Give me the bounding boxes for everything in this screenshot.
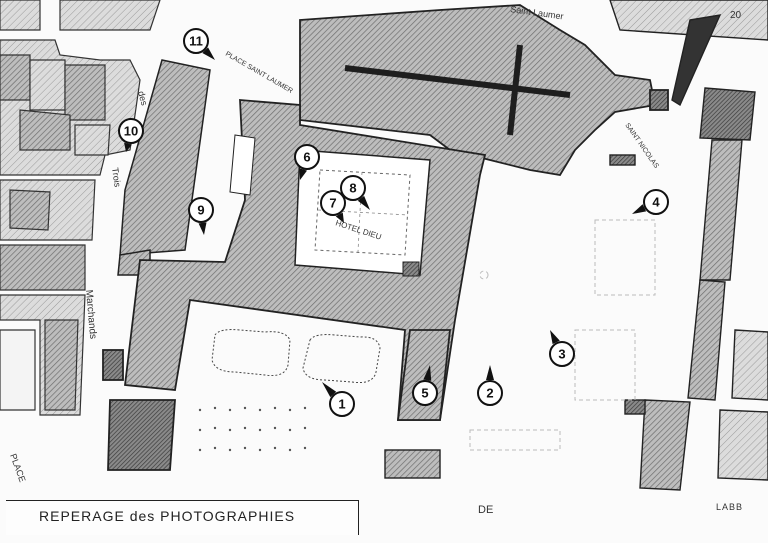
town-blocks-left <box>0 0 161 416</box>
photo-marker-3: 3 <box>549 330 575 367</box>
photo-marker-11: 11 <box>183 28 215 60</box>
marker-pointer <box>632 204 647 214</box>
marker-pointer <box>124 142 132 152</box>
marker-number: 1 <box>338 397 345 412</box>
label-des: des <box>136 90 150 107</box>
photo-marker-10: 10 <box>118 118 144 152</box>
marker-pointer <box>486 365 494 380</box>
photo-marker-9: 9 <box>188 197 214 235</box>
map-caption: REPERAGE des PHOTOGRAPHIES <box>39 508 296 524</box>
label-marchands: Marchands <box>83 289 98 339</box>
marker-circle <box>188 197 214 223</box>
photo-marker-4: 4 <box>632 189 669 215</box>
photo-marker-5: 5 <box>412 365 438 406</box>
label-labb: LABB <box>716 502 743 512</box>
marker-circle <box>118 118 144 144</box>
marker-circle <box>294 144 320 170</box>
marker-circle <box>329 391 355 417</box>
marker-number: 2 <box>486 386 493 401</box>
marker-pointer <box>322 382 337 398</box>
town-blocks-right <box>384 0 768 491</box>
marker-number: 9 <box>197 203 204 218</box>
marker-pointer <box>423 365 432 381</box>
label-trois: Trois <box>110 167 123 188</box>
marker-number: 3 <box>558 347 565 362</box>
marker-circle <box>643 189 669 215</box>
marker-number: 11 <box>189 34 203 49</box>
hotel-dieu-courtyard <box>229 134 431 277</box>
marker-number: 8 <box>349 181 356 196</box>
photo-markers: 1 2 3 4 5 6 78 9 10 11 <box>118 28 669 417</box>
marker-pointer <box>335 212 344 223</box>
caption-box: REPERAGE des PHOTOGRAPHIES <box>6 500 359 535</box>
marker-circle <box>549 341 575 367</box>
marker-pointer <box>198 222 207 235</box>
marker-circle <box>412 380 438 406</box>
marker-circle <box>320 190 346 216</box>
marker-number: 6 <box>303 150 310 165</box>
marker-pointer <box>357 195 370 210</box>
marker-circle <box>183 28 209 54</box>
marker-number: 4 <box>652 195 660 210</box>
photo-marker-2: 2 <box>477 365 503 406</box>
photo-marker-1: 1 <box>322 382 355 417</box>
marker-pointer <box>550 330 560 345</box>
garden-dots <box>198 406 307 452</box>
photo-marker-6: 6 <box>294 144 320 180</box>
marker-circle <box>477 380 503 406</box>
place-outlines <box>469 219 656 451</box>
photo-marker-7: 7 <box>320 190 346 223</box>
marker-number: 7 <box>329 196 336 211</box>
marker-pointer <box>202 47 215 60</box>
sheet-number: 20 <box>730 10 742 21</box>
label-de: DE <box>478 504 493 516</box>
marker-number: 10 <box>124 124 138 139</box>
garden-parterre <box>211 329 381 383</box>
marker-pointer <box>299 168 308 180</box>
marker-circle <box>340 175 366 201</box>
marker-number: 5 <box>421 386 428 401</box>
photo-marker-8: 8 <box>340 175 370 210</box>
